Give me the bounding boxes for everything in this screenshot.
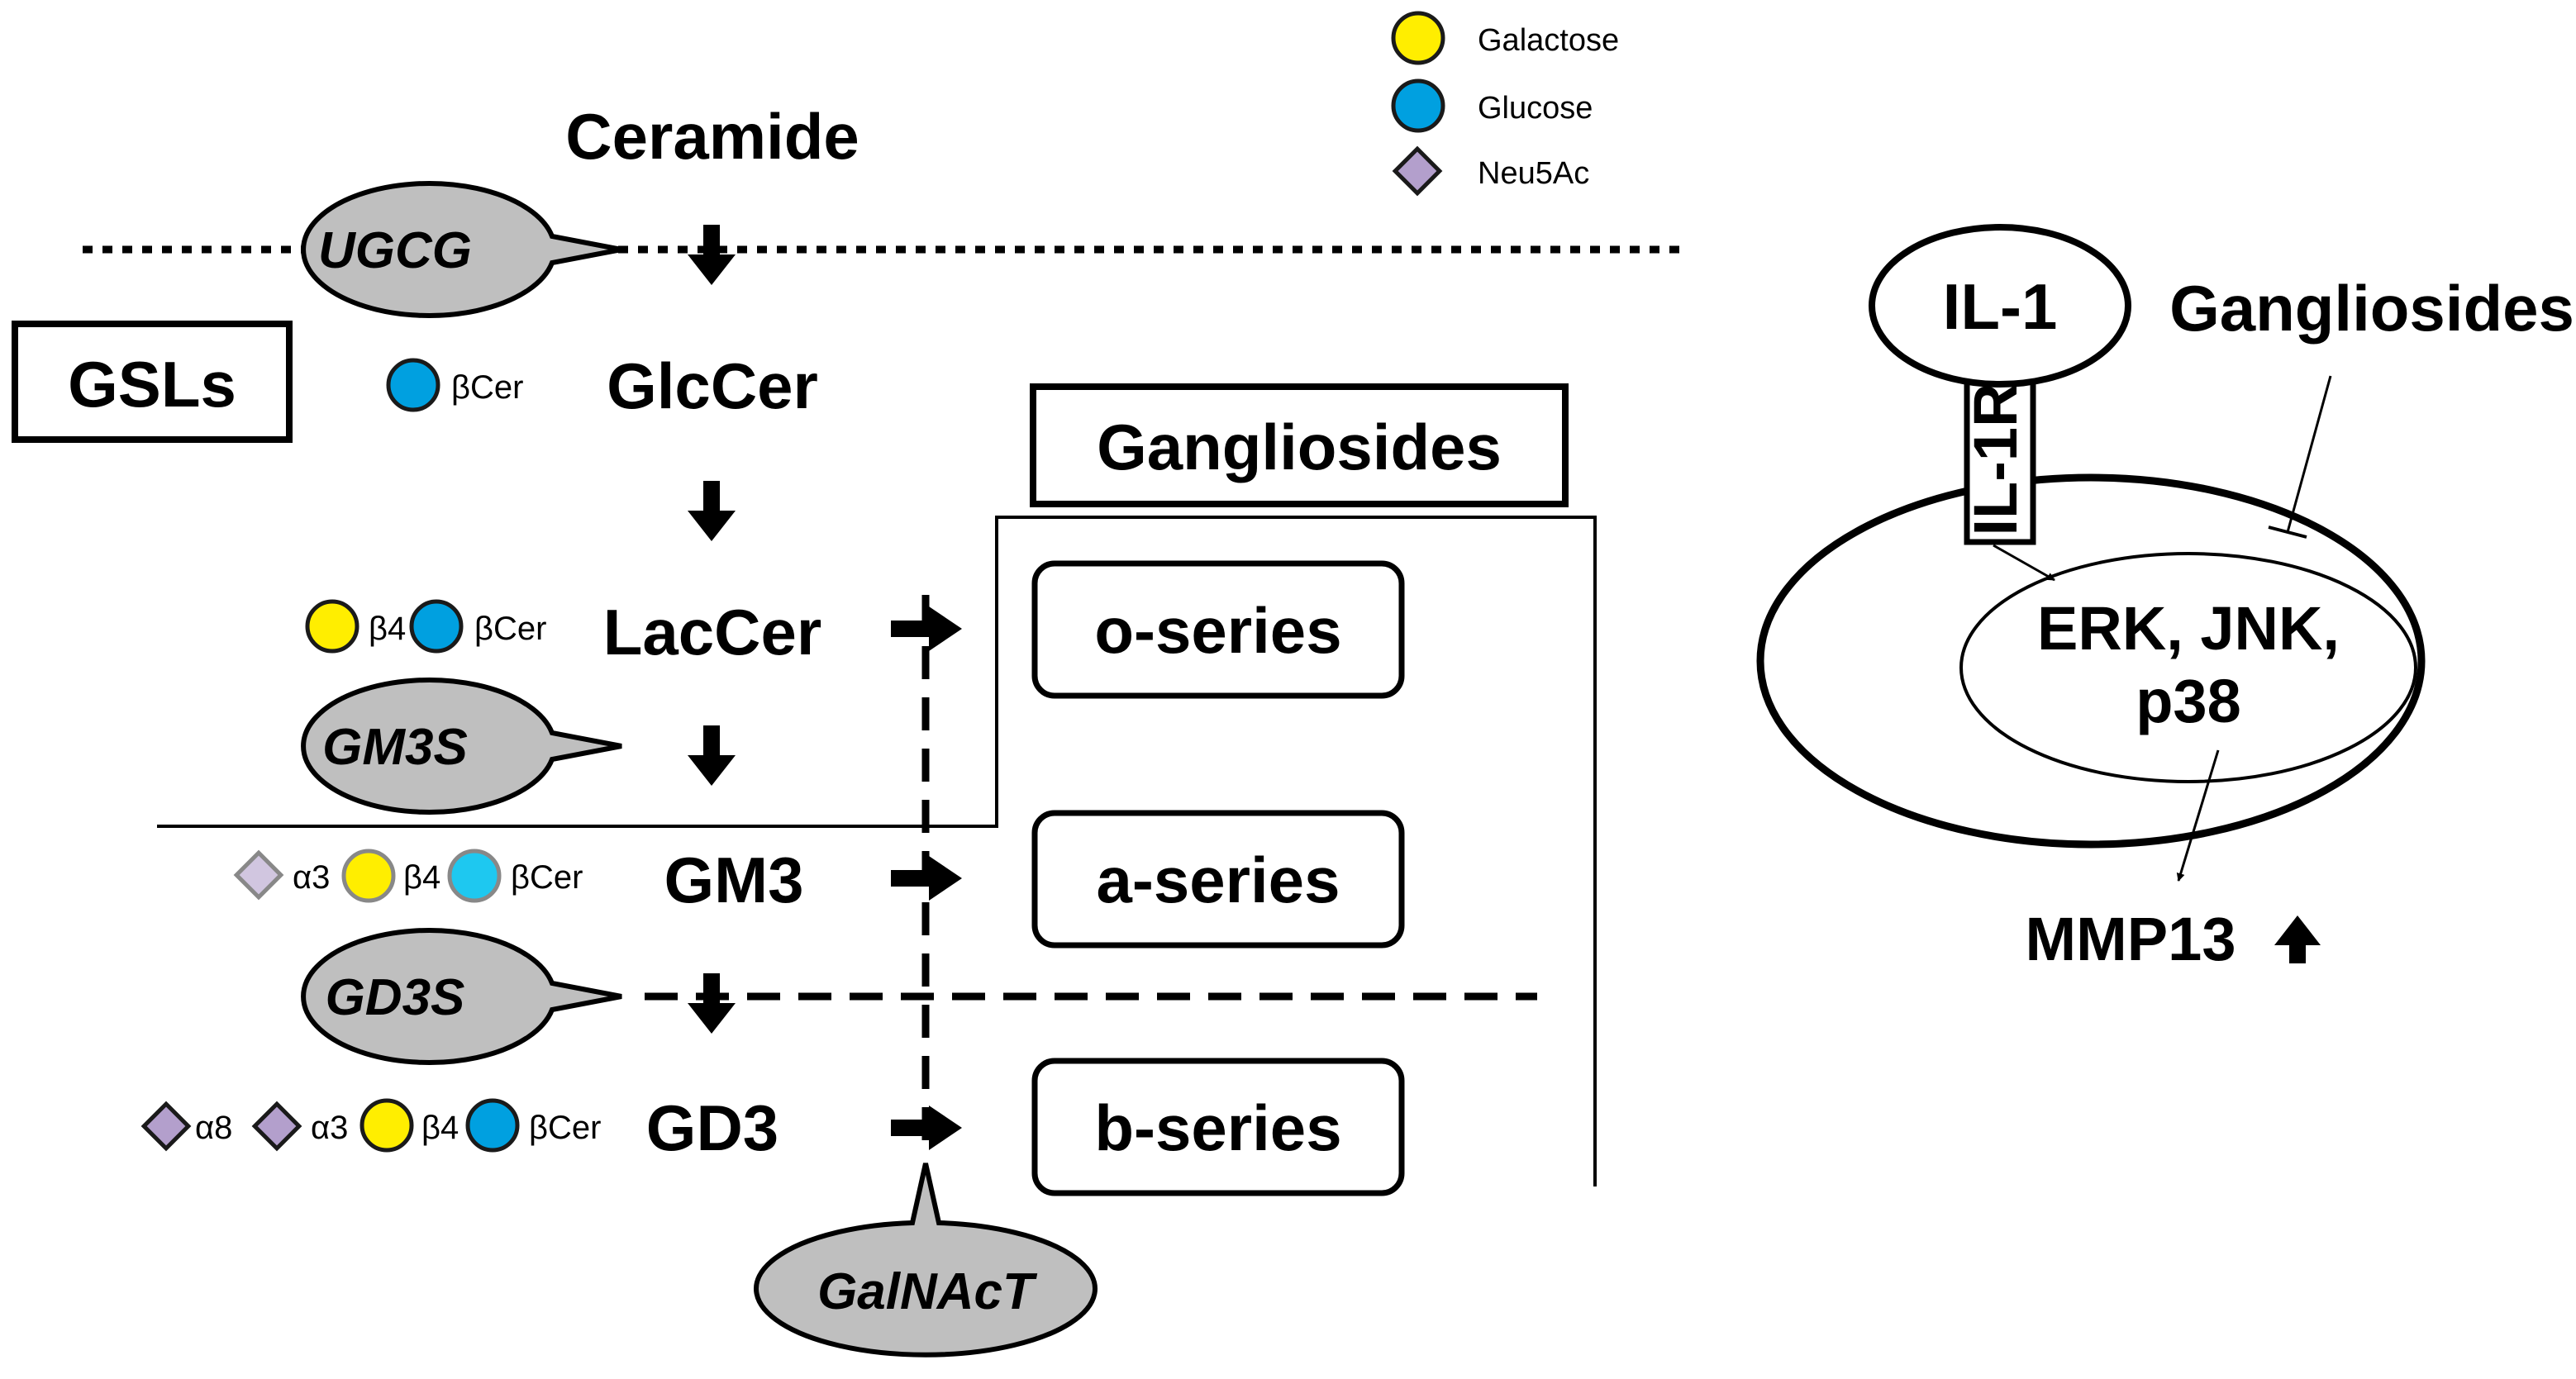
legend-glucose-icon bbox=[1391, 78, 1445, 133]
enzyme-gd3s-bubble bbox=[301, 928, 622, 1065]
gd3-glucose-icon bbox=[465, 1098, 520, 1153]
glccer-bcer-linkage: βCer bbox=[451, 369, 523, 406]
arrow-gm3-to-a-series bbox=[891, 856, 962, 901]
o-series-label: o-series bbox=[1094, 594, 1341, 667]
mmp13-label: MMP13 bbox=[2026, 905, 2236, 973]
gm3-galactose-icon bbox=[341, 849, 396, 903]
legend: Galactose Glucose Neu5Ac bbox=[1391, 11, 1619, 197]
gm3-neu5ac-icon bbox=[233, 849, 284, 901]
gm3-bcer-linkage: βCer bbox=[511, 859, 583, 896]
enzyme-gm3s-bubble bbox=[301, 678, 622, 815]
enzyme-gm3s-label: GM3S bbox=[322, 719, 468, 776]
legend-neu5ac-icon bbox=[1392, 145, 1443, 197]
ceramide-label: Ceramide bbox=[565, 100, 859, 173]
b-series-box bbox=[1031, 1058, 1405, 1196]
gsls-label: GSLs bbox=[68, 348, 236, 421]
arrow-ceramide-to-glccer bbox=[688, 225, 736, 285]
gd3-a8-linkage: α8 bbox=[195, 1110, 232, 1146]
glccer-label: GlcCer bbox=[607, 350, 818, 422]
enzyme-ugcg-bubble bbox=[301, 181, 622, 318]
b-series-label: b-series bbox=[1094, 1091, 1341, 1164]
il1r-label: IL-1R bbox=[1961, 383, 2030, 536]
laccer-b4-linkage: β4 bbox=[369, 611, 406, 647]
gangliosides-inhibition-bar bbox=[2268, 525, 2307, 539]
mapk-label-line2: p38 bbox=[2136, 667, 2241, 735]
glccer-glucose-icon bbox=[386, 358, 440, 412]
enzyme-gd3s-label: GD3S bbox=[326, 969, 465, 1026]
gangliosides-inhibitor-label: Gangliosides bbox=[2169, 272, 2574, 345]
legend-glucose-label: Glucose bbox=[1478, 91, 1593, 126]
arrow-laccer-to-o-series bbox=[891, 606, 962, 651]
gm3-glucose-icon bbox=[447, 849, 502, 903]
enzyme-galnact-bubble bbox=[754, 1163, 1098, 1358]
arrow-laccer-to-gm3 bbox=[688, 725, 736, 786]
gm3-label: GM3 bbox=[664, 844, 803, 916]
enzyme-gm3s: GM3S bbox=[301, 678, 622, 815]
gm3-a3-linkage: α3 bbox=[293, 859, 330, 896]
il1-label: IL-1 bbox=[1943, 270, 2058, 343]
laccer-glucose-icon bbox=[409, 599, 464, 654]
gangliosides-box bbox=[1030, 383, 1569, 507]
legend-galactose-icon bbox=[1391, 11, 1445, 65]
il1-ligand bbox=[1869, 224, 2131, 388]
laccer-label: LacCer bbox=[603, 596, 821, 668]
legend-galactose-label: Galactose bbox=[1478, 23, 1619, 58]
gangliosides-inhibition-line bbox=[2286, 375, 2332, 533]
a-series-label: a-series bbox=[1097, 844, 1340, 916]
a-series-box bbox=[1031, 810, 1405, 949]
mapk-label-line1: ERK, JNK, bbox=[2037, 594, 2340, 663]
signaling-panel: ERK, JNK, p38 IL-1R IL-1 Gangliosides MM… bbox=[1756, 224, 2574, 973]
gd3-a3-linkage: α3 bbox=[311, 1110, 348, 1146]
gd3-neu5ac-icon-1 bbox=[140, 1101, 192, 1152]
arrow-glccer-to-laccer bbox=[688, 481, 736, 541]
gm3-b4-linkage: β4 bbox=[403, 859, 440, 896]
enzyme-gd3s: GD3S bbox=[301, 928, 622, 1065]
o-series-box bbox=[1031, 560, 1405, 699]
gd3-b4-linkage: β4 bbox=[421, 1110, 459, 1146]
enzyme-galnact-label: GalNAcT bbox=[817, 1263, 1038, 1320]
il1r-to-mapk-arrow bbox=[1993, 544, 2055, 582]
mapk-ellipse bbox=[1959, 552, 2417, 783]
laccer-bcer-linkage: βCer bbox=[474, 611, 546, 647]
mapk-to-mmp13-arrow bbox=[2176, 749, 2220, 882]
gsls-box bbox=[12, 321, 293, 443]
gd3-galactose-icon bbox=[359, 1098, 414, 1153]
enzyme-galnact: GalNAcT bbox=[754, 1163, 1098, 1358]
mmp13-up-arrow-icon bbox=[2274, 915, 2321, 963]
gangliosides-bracket bbox=[157, 516, 1597, 1186]
legend-neu5ac-label: Neu5Ac bbox=[1478, 156, 1589, 191]
gd3-neu5ac-icon-2 bbox=[251, 1101, 302, 1152]
gangliosides-box-label: Gangliosides bbox=[1097, 411, 1502, 483]
arrow-gd3-to-b-series bbox=[891, 1106, 962, 1150]
gd3-bcer-linkage: βCer bbox=[529, 1110, 601, 1146]
arrow-gm3-to-gd3 bbox=[688, 973, 736, 1034]
gd3-label: GD3 bbox=[646, 1091, 779, 1164]
enzyme-ugcg-label: UGCG bbox=[318, 222, 472, 279]
laccer-galactose-icon bbox=[305, 599, 359, 654]
enzyme-ugcg: UGCG bbox=[301, 181, 622, 318]
